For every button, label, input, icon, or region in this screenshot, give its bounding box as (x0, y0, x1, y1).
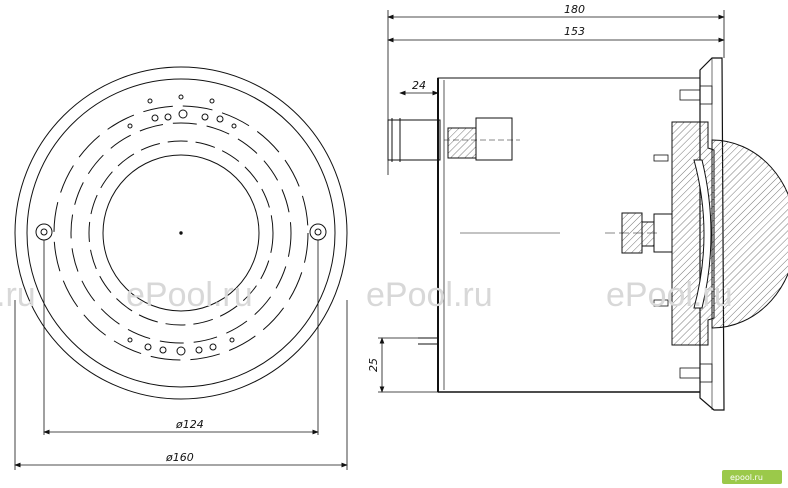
side-view (378, 10, 788, 411)
side-nozzle (387, 117, 520, 162)
dim-bolt-circle: ø124 (175, 418, 204, 431)
epool-logo: epool.ru (722, 470, 782, 484)
logo-text: epool.ru (730, 473, 763, 482)
lens-dome (711, 139, 788, 329)
body-circle (102, 154, 260, 312)
dim-bottom-pipe-height: 25 (367, 358, 380, 372)
housing-body (437, 77, 701, 393)
watermark-middle-left: ePool.ru (126, 276, 253, 314)
flange-inner-circle (26, 78, 336, 388)
dim-nozzle-offset: 24 (412, 79, 426, 92)
flange-outer-circle (14, 66, 348, 400)
mounting-hole-right (309, 223, 327, 241)
dim-flange-diameter: ø160 (165, 451, 194, 464)
front-view (14, 66, 348, 470)
watermark-right: ePool.ru (606, 276, 733, 314)
mounting-hole-left (35, 223, 53, 241)
watermark-middle-right: ePool.ru (366, 276, 493, 314)
dim-overall-length: 180 (564, 3, 585, 16)
dim-body-length: 153 (564, 25, 585, 38)
watermark-left: .ru (0, 276, 36, 314)
